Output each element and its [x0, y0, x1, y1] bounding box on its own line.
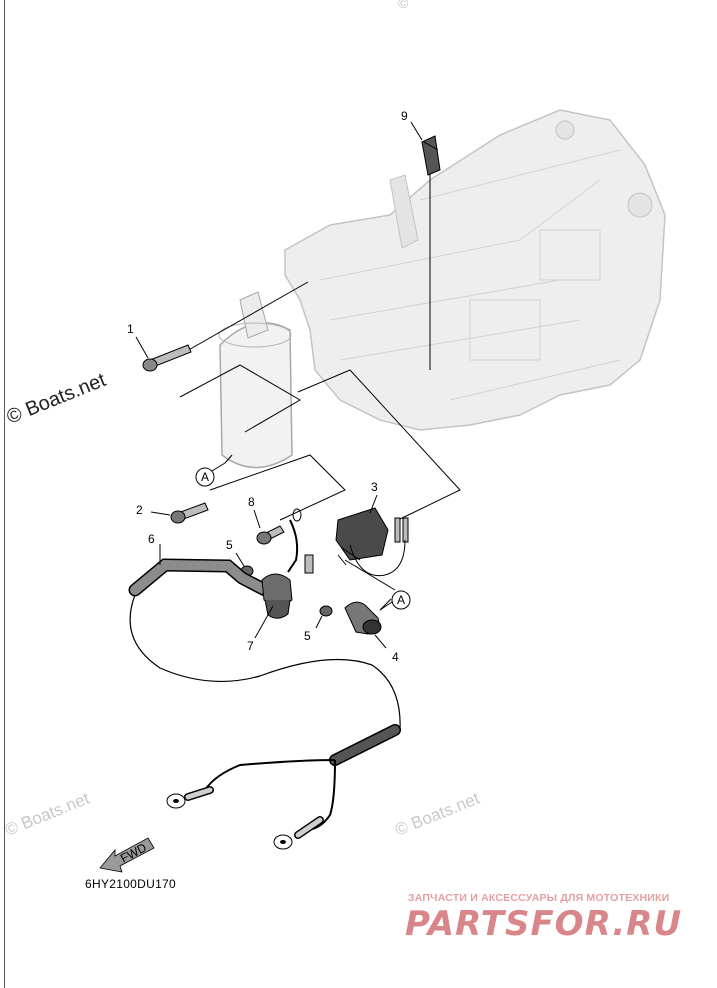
ignition-coil: [218, 291, 293, 469]
ignition-unit-part-3: [304, 507, 409, 577]
boot-part-7: [261, 508, 302, 619]
battery-cable-assembly: [166, 724, 401, 850]
boats-watermark-faint-right: © Boats.net: [392, 789, 482, 840]
bolt-part-1: [142, 344, 192, 372]
boats-watermark-faint-top: ©: [398, 0, 409, 11]
callout-6: 6: [148, 532, 155, 546]
callout-5-upper: 5: [226, 538, 233, 552]
boats-watermark-main: © Boats.net: [4, 369, 110, 429]
reference-mark-a-upper: A: [195, 467, 215, 487]
nut-part-5-lower: [319, 605, 333, 617]
callout-3: 3: [371, 480, 378, 494]
bolt-part-2: [170, 502, 209, 524]
svg-text:A: A: [201, 470, 209, 484]
connector-part-9: [421, 135, 441, 176]
high-tension-lead-part-6: [128, 558, 282, 604]
callout-7: 7: [247, 639, 254, 653]
callout-5-lower: 5: [304, 629, 311, 643]
ground-wire: [129, 594, 401, 731]
bolt-part-8: [256, 525, 285, 545]
callout-4: 4: [392, 650, 399, 664]
shop-tagline: ЗАПЧАСТИ И АКСЕССУАРЫ ДЛЯ МОТОТЕХНИКИ: [408, 892, 670, 904]
engine-block: [284, 109, 666, 431]
svg-text:A: A: [397, 593, 405, 607]
plug-cap-part-4: [344, 601, 382, 635]
diagram-code: 6HY2100DU170: [85, 877, 176, 891]
boats-watermark-faint-left: © Boats.net: [2, 789, 92, 840]
callout-1: 1: [127, 322, 134, 336]
callout-8: 8: [248, 495, 255, 509]
callout-2: 2: [136, 503, 143, 517]
fwd-arrow-icon: FWD: [99, 837, 155, 873]
callout-9: 9: [401, 109, 408, 123]
page-edge-line: [4, 0, 5, 988]
shop-logo[interactable]: PARTSFOR.RU: [405, 904, 683, 944]
callout-leaders: [135, 121, 423, 649]
reference-mark-a-lower: A: [391, 590, 411, 610]
